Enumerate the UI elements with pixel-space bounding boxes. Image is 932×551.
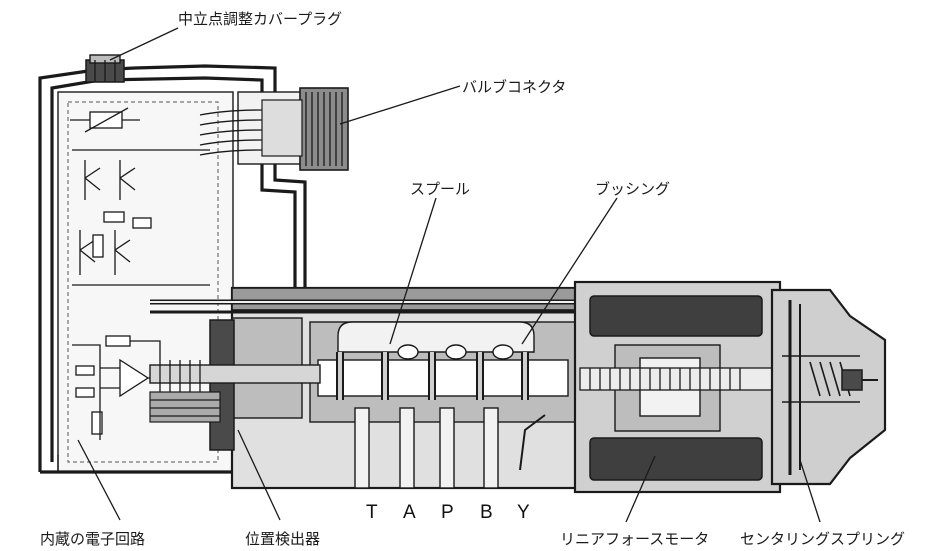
label-bushing: ブッシング bbox=[595, 180, 670, 198]
label-built-in-electronics: 内蔵の電子回路 bbox=[40, 530, 145, 548]
label-spool: スプール bbox=[410, 180, 470, 198]
centering-spring-housing bbox=[770, 288, 887, 486]
label-neutral-adjustment-cover-plug: 中立点調整カバープラグ bbox=[178, 10, 342, 28]
circuit-symbols bbox=[70, 107, 210, 440]
label-position-sensor: 位置検出器 bbox=[245, 530, 320, 548]
valve-connector bbox=[199, 87, 349, 171]
port-t-label: T bbox=[366, 502, 378, 523]
port-p-label: P bbox=[441, 502, 454, 523]
label-linear-force-motor: リニアフォースモータ bbox=[560, 530, 709, 548]
label-centering-spring: センタリングスプリング bbox=[740, 530, 905, 548]
neutral-cover-plug bbox=[85, 54, 125, 83]
linear-force-motor bbox=[573, 280, 831, 494]
port-a-label: A bbox=[403, 502, 416, 523]
label-valve-connector: バルブコネクタ bbox=[462, 78, 566, 96]
port-b-label: B bbox=[480, 502, 493, 523]
port-y-label: Y bbox=[517, 502, 530, 523]
leader-lines bbox=[77, 27, 821, 523]
